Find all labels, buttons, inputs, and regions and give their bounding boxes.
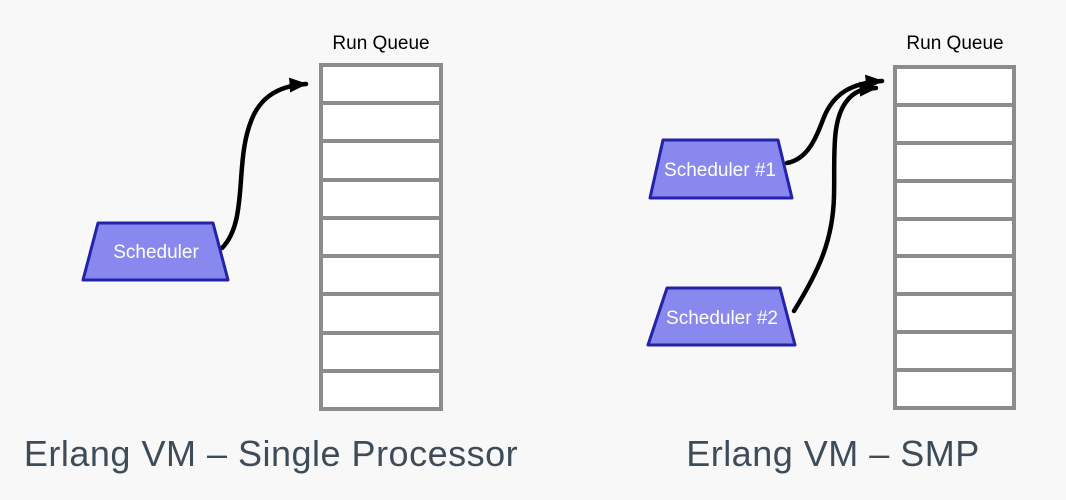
queue-cell bbox=[323, 219, 439, 255]
queue-cell bbox=[897, 334, 1012, 369]
queue-cell bbox=[897, 144, 1012, 179]
arrow-scheduler1-to-queue bbox=[784, 74, 885, 166]
queue-cell bbox=[323, 105, 439, 140]
scheduler2-trapezoid bbox=[646, 286, 797, 347]
run-queue-label-right: Run Queue bbox=[906, 33, 1004, 54]
queue-cell bbox=[323, 181, 439, 216]
scheduler1-label: Scheduler #1 bbox=[664, 160, 776, 181]
run-queue-left bbox=[319, 63, 443, 411]
run-queue-right bbox=[893, 65, 1016, 410]
queue-cell bbox=[323, 258, 439, 293]
queue-cell bbox=[897, 258, 1012, 293]
arrow-scheduler-to-queue-left bbox=[219, 77, 309, 251]
scheduler-trapezoid bbox=[81, 221, 230, 282]
queue-cell bbox=[897, 220, 1012, 255]
queue-cell bbox=[897, 69, 1012, 103]
queue-cell bbox=[897, 182, 1012, 217]
queue-cell bbox=[323, 372, 439, 407]
queue-cell bbox=[323, 334, 439, 369]
scheduler-label: Scheduler bbox=[113, 242, 199, 263]
arrow-scheduler2-to-queue bbox=[791, 81, 879, 314]
queue-cell bbox=[897, 106, 1012, 141]
queue-cell bbox=[897, 296, 1012, 331]
scheduler2-label: Scheduler #2 bbox=[666, 308, 778, 329]
queue-cell bbox=[897, 372, 1012, 407]
run-queue-label-left: Run Queue bbox=[332, 33, 430, 54]
caption-smp: Erlang VM – SMP bbox=[686, 433, 980, 474]
caption-single-processor: Erlang VM – Single Processor bbox=[23, 433, 519, 474]
queue-cell bbox=[323, 143, 439, 178]
scheduler1-trapezoid bbox=[648, 138, 794, 200]
queue-cell bbox=[323, 67, 439, 102]
queue-cell bbox=[323, 296, 439, 331]
